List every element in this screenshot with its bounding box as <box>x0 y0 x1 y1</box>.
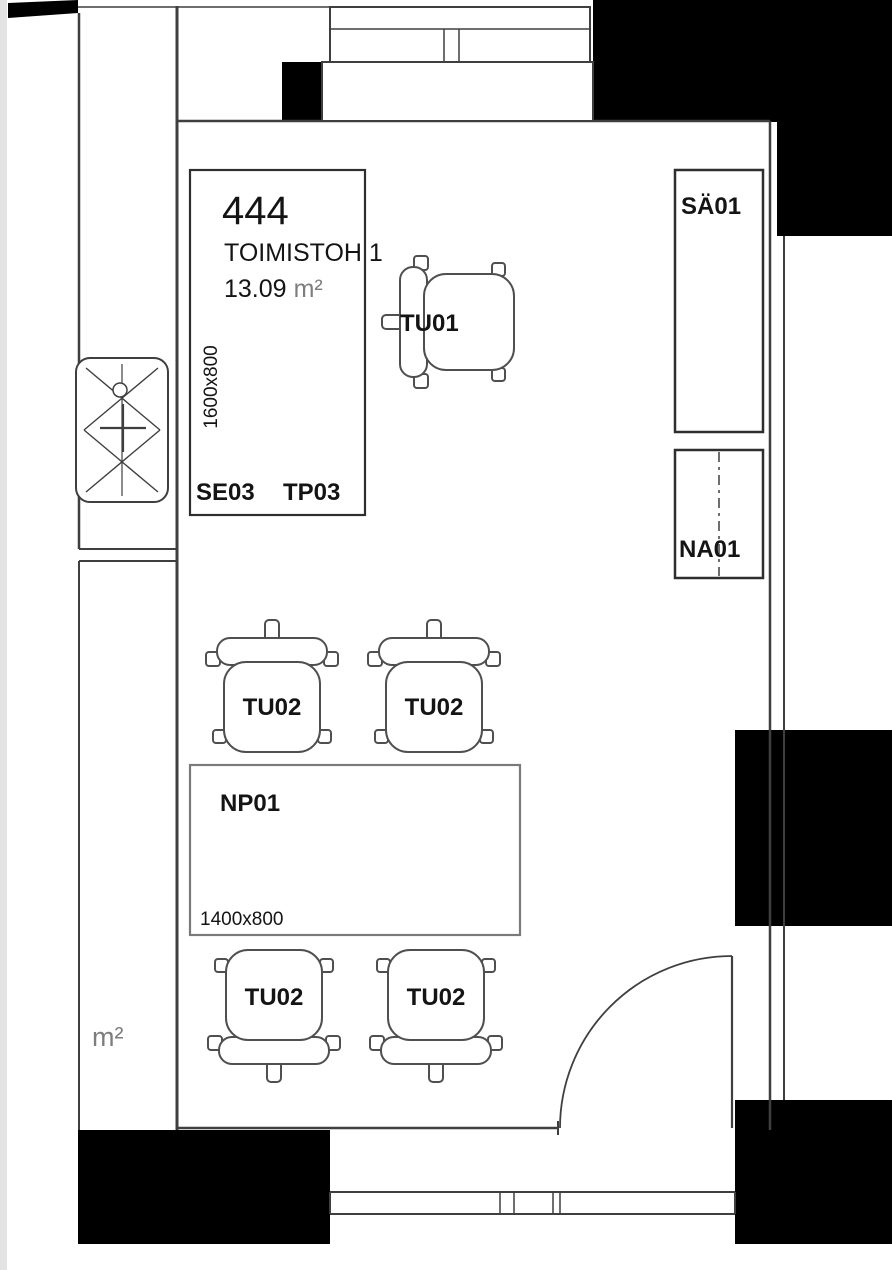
sink-fixture <box>75 357 169 503</box>
cabinet-outline <box>673 168 765 434</box>
guest-chair-label-3: TU02 <box>245 984 304 1011</box>
wall-bottom-left-block <box>78 1130 330 1244</box>
sink-diagonal-2 <box>85 429 161 493</box>
guest-chair-symbol-1 <box>205 619 339 753</box>
sink-diagonal-4 <box>83 429 159 493</box>
wall-fills <box>8 0 892 1244</box>
wall-right-mid-block <box>735 730 892 926</box>
wall-bottom-right-block <box>735 1100 892 1244</box>
sink-drain-circle <box>112 382 128 398</box>
meeting-table-dimensions-label: 1400x800 <box>200 909 283 930</box>
wall-top-right-block <box>593 0 777 122</box>
desk-code-primary-label: SE03 <box>196 479 255 506</box>
door-swing-arc <box>559 955 733 1129</box>
guest-chair-symbol-3 <box>207 949 341 1083</box>
guest-chair-label-2: TU02 <box>405 694 464 721</box>
coat-rack <box>673 448 765 580</box>
guest-chair-symbol-2 <box>367 619 501 753</box>
room-number-label: 444 <box>222 189 289 233</box>
desk-outline <box>188 168 367 517</box>
coat-rack-label: NA01 <box>679 536 740 563</box>
task-chair-label: TU01 <box>400 310 459 337</box>
window-top-sill <box>321 61 594 122</box>
wall-wedge-top-left <box>8 0 78 18</box>
guest-chair-label-4: TU02 <box>407 984 466 1011</box>
page-edge-strip <box>0 0 7 1270</box>
room-name-label: TOIMISTOH 1 <box>224 239 383 267</box>
room-area-value: 13.09 <box>224 275 287 303</box>
meeting-table-label: NP01 <box>220 790 280 817</box>
wall-right-top-column <box>777 0 892 236</box>
cabinet-label: SÄ01 <box>681 193 741 220</box>
desk-code-secondary-label: TP03 <box>283 479 340 506</box>
sink-diagonal-3 <box>83 367 159 431</box>
meeting-table-outline <box>188 763 522 937</box>
door <box>557 955 734 1135</box>
sink-diagonal-1 <box>85 367 161 431</box>
guest-chair-label-1: TU02 <box>243 694 302 721</box>
window-bottom <box>329 1191 736 1215</box>
adjacent-room-area-unit-label: m² <box>92 1022 123 1052</box>
room-area-unit: m² <box>294 275 323 303</box>
desk-dimensions-label: 1600x800 <box>201 345 222 428</box>
wall-top-left-block <box>282 62 322 122</box>
window-top-frame <box>329 6 591 63</box>
guest-chair-symbol-4 <box>369 949 503 1083</box>
window-top <box>321 6 594 122</box>
